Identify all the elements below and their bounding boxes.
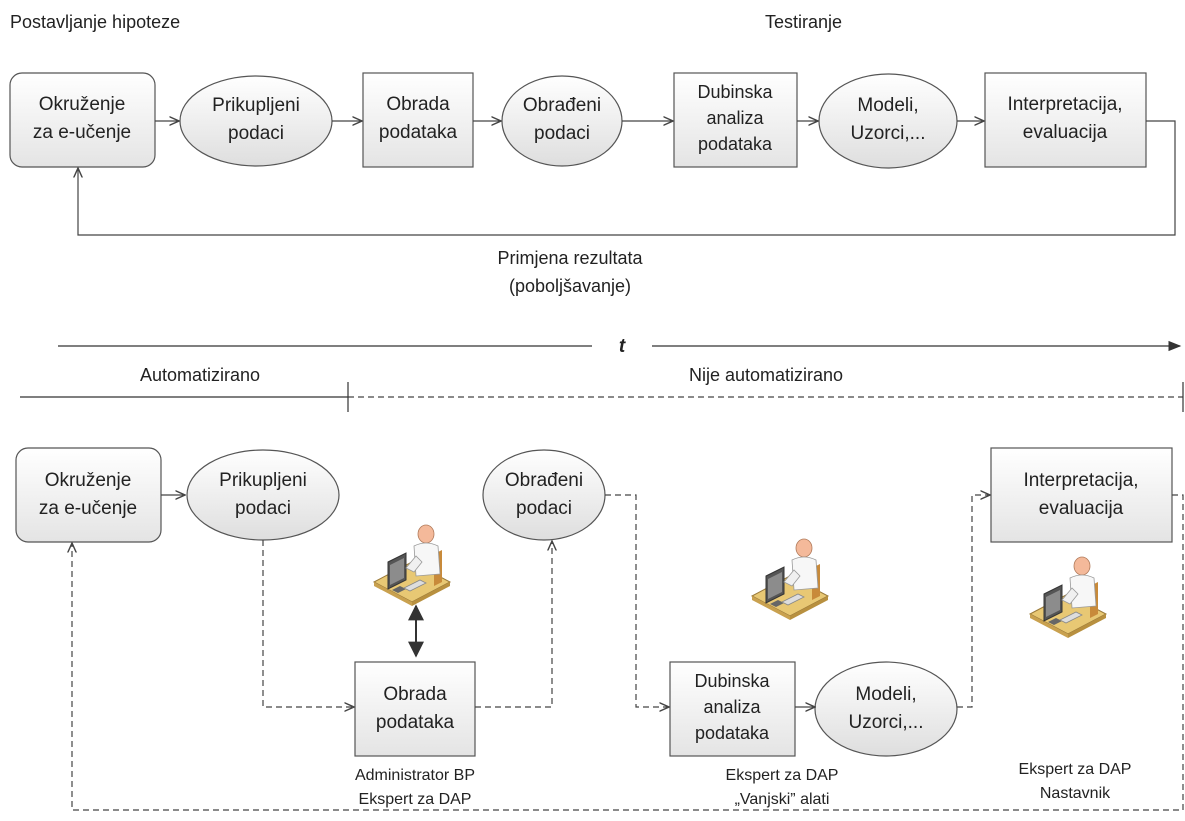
- node-label: Obrada: [383, 684, 447, 705]
- node-label: Okruženje: [39, 94, 126, 115]
- node-label: Modeli,: [855, 684, 916, 705]
- feedback-label-line1: Primjena rezultata: [497, 248, 643, 268]
- node-label: Interpretacija,: [1007, 94, 1122, 115]
- role-interp-line2: Nastavnik: [1040, 785, 1111, 802]
- dashed-flow-arrow: [605, 494, 669, 707]
- not-automated-label: Nije automatizirano: [689, 365, 843, 385]
- testing-heading: Testiranje: [765, 12, 842, 32]
- person-at-computer-icon: [1029, 556, 1107, 639]
- node-label: podaci: [534, 123, 590, 144]
- top-interp-node: Interpretacija, evaluacija: [984, 72, 1147, 168]
- dashed-flow-arrow: [262, 540, 354, 707]
- dashed-feedback-loop: [72, 494, 1184, 811]
- node-label: Interpretacija,: [1023, 470, 1138, 491]
- time-symbol: t: [619, 336, 626, 357]
- node-label: Dubinska: [697, 82, 773, 102]
- node-label: podaci: [235, 498, 291, 519]
- bottom-env-node: Okruženje za e-učenje: [15, 447, 162, 543]
- node-label: podaci: [516, 498, 572, 519]
- automated-label: Automatizirano: [140, 365, 260, 385]
- feedback-label-line2: (poboljšavanje): [509, 276, 631, 296]
- node-label: evaluacija: [1039, 498, 1124, 519]
- feedback-loop-arrow: [78, 120, 1176, 236]
- node-label: evaluacija: [1023, 122, 1108, 143]
- node-label: Dubinska: [694, 671, 770, 691]
- bottom-interp-node: Interpretacija, evaluacija: [990, 447, 1173, 543]
- bottom-models-node: Modeli, Uzorci,...: [814, 661, 958, 757]
- node-label: Prikupljeni: [219, 470, 307, 491]
- node-label: za e-učenje: [33, 122, 131, 143]
- top-models-node: Modeli, Uzorci,...: [818, 73, 958, 169]
- role-mining-line2: „Vanjski” alati: [735, 791, 830, 808]
- node-label: podataka: [379, 122, 458, 143]
- node-label: podataka: [695, 723, 770, 743]
- node-label: Prikupljeni: [212, 95, 300, 116]
- person-at-computer-icon: [373, 524, 451, 607]
- node-label: Uzorci,...: [851, 123, 926, 144]
- person-at-computer-icon: [751, 538, 829, 621]
- dashed-flow-arrow: [957, 495, 990, 708]
- node-label: Okruženje: [45, 470, 132, 491]
- role-interp-line1: Ekspert za DAP: [1019, 761, 1132, 778]
- top-mining-node: Dubinska analiza podataka: [673, 72, 798, 168]
- node-label: podaci: [228, 123, 284, 144]
- node-label: Uzorci,...: [849, 712, 924, 733]
- top-collected-node: Prikupljeni podaci: [179, 75, 333, 167]
- role-processing-line1: Administrator BP: [355, 767, 475, 784]
- node-label: Obrađeni: [523, 95, 601, 116]
- dashed-flow-arrow: [475, 541, 552, 708]
- top-processing-node: Obrada podataka: [362, 72, 474, 168]
- top-processed-node: Obrađeni podaci: [501, 75, 623, 167]
- node-label: podataka: [376, 712, 455, 733]
- node-label: Modeli,: [857, 95, 918, 116]
- node-label: za e-učenje: [39, 498, 137, 519]
- role-mining-line1: Ekspert za DAP: [726, 767, 839, 784]
- bottom-collected-node: Prikupljeni podaci: [186, 449, 340, 541]
- bottom-processed-node: Obrađeni podaci: [482, 449, 606, 541]
- node-label: analiza: [706, 108, 764, 128]
- top-env-node: Okruženje za e-učenje: [9, 72, 156, 168]
- node-label: analiza: [703, 697, 761, 717]
- role-processing-line2: Ekspert za DAP: [359, 791, 472, 808]
- hypothesis-heading: Postavljanje hipoteze: [10, 12, 180, 32]
- bottom-mining-node: Dubinska analiza podataka: [669, 661, 796, 757]
- node-label: Obrada: [386, 94, 450, 115]
- bottom-processing-node: Obrada podataka: [354, 661, 476, 757]
- node-label: Obrađeni: [505, 470, 583, 491]
- node-label: podataka: [698, 134, 773, 154]
